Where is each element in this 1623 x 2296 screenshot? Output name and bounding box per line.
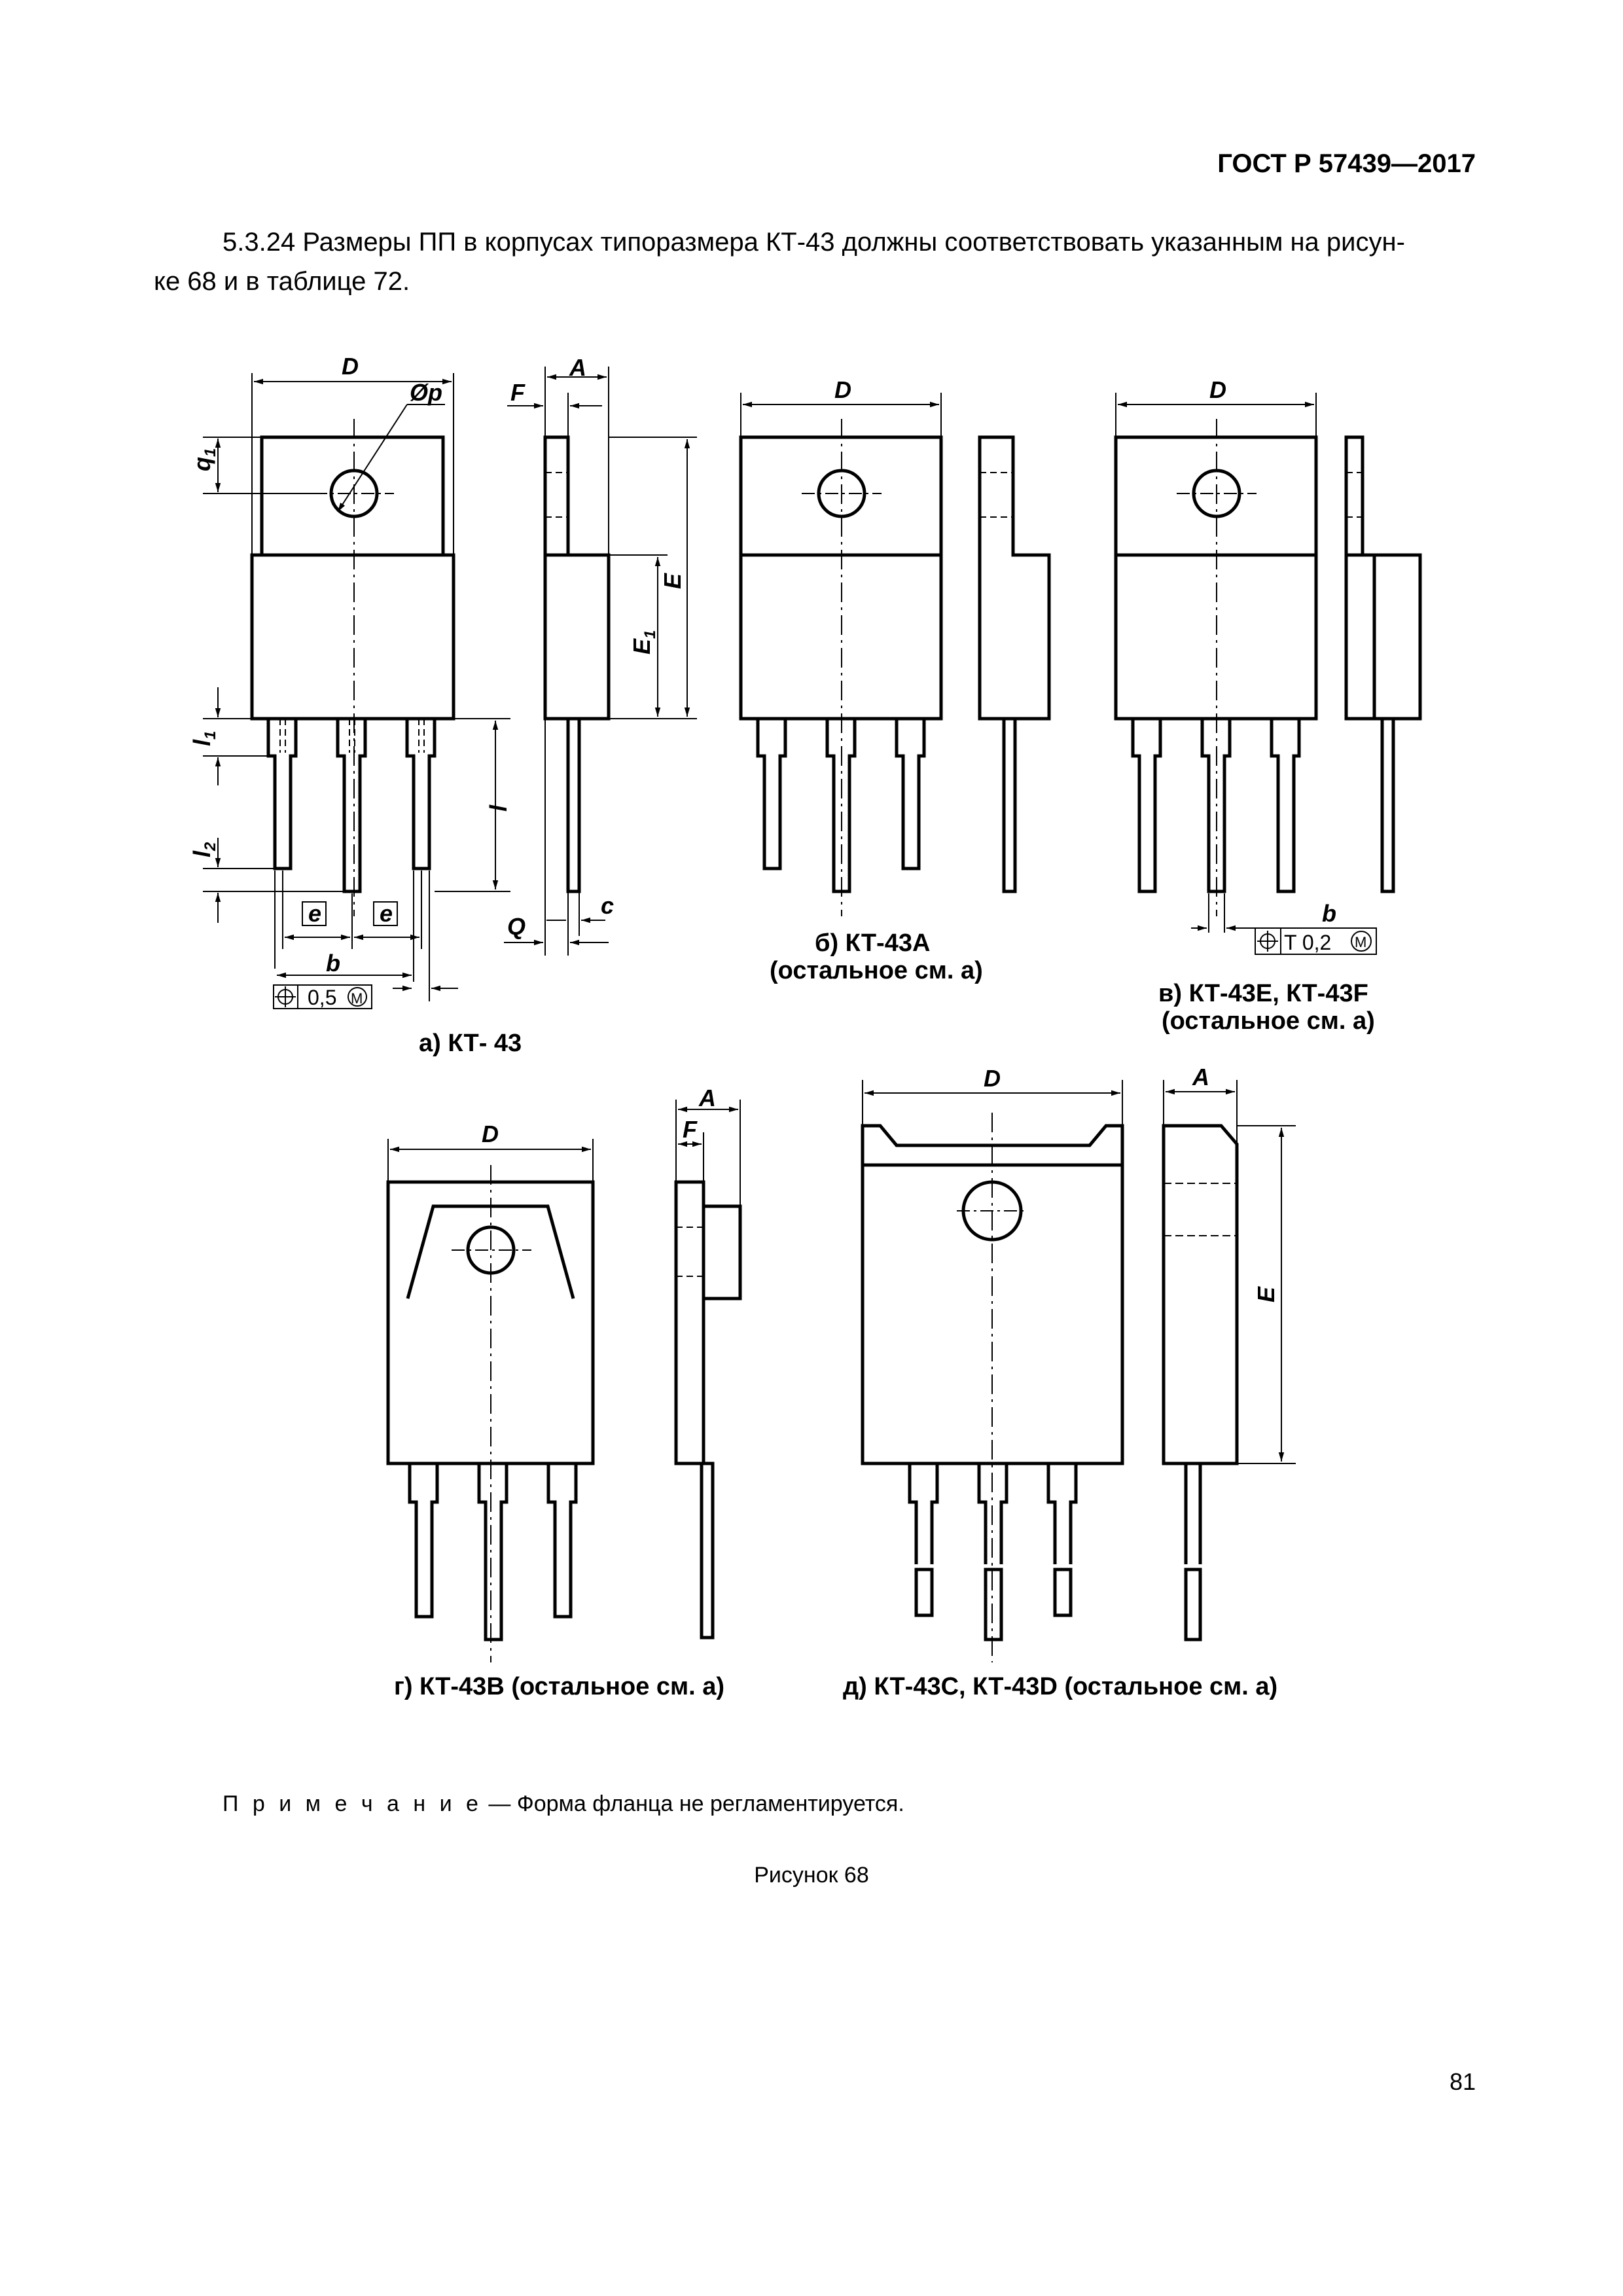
view-d-front — [861, 1113, 1124, 1662]
label-E: E — [659, 573, 686, 589]
tolerance-v-m: M — [1355, 934, 1366, 950]
view-b-dimensions — [740, 393, 942, 437]
label-D-b: D — [834, 376, 851, 403]
caption-v-line1: в) КТ-43Е, КТ-43F — [1158, 980, 1368, 1007]
tolerance-a-m: M — [351, 990, 363, 1007]
view-v-labels: D b T 0,2 M в) КТ-43Е, КТ-43F (остальное… — [1158, 376, 1375, 1035]
label-A-d: A — [1192, 1064, 1209, 1090]
view-a-side-labels: A F E E1 Q c — [507, 354, 686, 940]
label-F-g: F — [683, 1116, 698, 1143]
view-a-labels: D Øp q1 l1 l2 l e e b 0,5 M а) КТ- 43 — [188, 353, 522, 1057]
view-g-dimensions — [387, 1100, 741, 1206]
label-D-v: D — [1209, 376, 1226, 403]
view-b-side — [978, 435, 1051, 893]
view-d-dimensions — [862, 1080, 1296, 1464]
label-p: Øp — [410, 379, 442, 406]
label-l: l — [485, 804, 512, 812]
label-Q: Q — [507, 913, 526, 940]
paragraph-line-2: ке 68 и в таблице 72. — [154, 267, 410, 296]
body-paragraph: 5.3.24 Размеры ПП в корпусах типоразмера… — [154, 223, 1476, 301]
label-E-d: E — [1253, 1286, 1279, 1302]
label-A-g: A — [698, 1085, 716, 1111]
paragraph-line-1: 5.3.24 Размеры ПП в корпусах типоразмера… — [223, 228, 1405, 257]
label-l2: l2 — [188, 842, 219, 857]
caption-b-line2: (остальное см. а) — [770, 957, 983, 984]
view-v-front — [1114, 419, 1318, 916]
note-label: П р и м е ч а н и е — [223, 1791, 482, 1816]
label-D-g: D — [482, 1121, 499, 1147]
view-a-front — [250, 419, 455, 916]
label-E1: E1 — [628, 630, 659, 655]
label-e-1: e — [308, 900, 321, 927]
label-F: F — [510, 379, 526, 406]
view-d-side — [1162, 1124, 1239, 1641]
view-v-side — [1344, 435, 1422, 893]
caption-d: д) КТ-43С, КТ-43D (остальное см. а) — [843, 1673, 1277, 1700]
view-a-dimensions — [203, 373, 510, 1009]
caption-v-line2: (остальное см. а) — [1162, 1007, 1375, 1035]
label-l1: l1 — [188, 731, 219, 746]
label-b-v: b — [1322, 900, 1336, 927]
label-c: c — [601, 892, 614, 919]
page-number: 81 — [1449, 2068, 1476, 2095]
view-v-dimensions — [1115, 393, 1377, 955]
view-d-labels: D A E д) КТ-43С, КТ-43D (остальное см. а… — [843, 1064, 1279, 1700]
view-g-side — [674, 1180, 742, 1640]
view-g-front — [386, 1165, 595, 1662]
figure-caption: Рисунок 68 — [754, 1863, 869, 1888]
view-a-side — [543, 435, 611, 893]
view-b-front — [739, 419, 943, 916]
label-b: b — [326, 950, 340, 977]
label-e-2: e — [380, 900, 393, 927]
note-text: — Форма фланца не регламентируется. — [482, 1791, 904, 1816]
caption-b-line1: б) КТ-43А — [815, 929, 930, 957]
view-b-labels: D б) КТ-43А (остальное см. а) — [770, 376, 983, 984]
note: П р и м е ч а н и е — Форма фланца не ре… — [223, 1791, 904, 1817]
view-a-side-dimensions — [504, 367, 697, 956]
caption-a: а) КТ- 43 — [419, 1030, 522, 1057]
label-q1: q1 — [188, 448, 219, 471]
label-D-d: D — [984, 1065, 1001, 1092]
view-g-labels: D A F г) КТ-43В (остальное см. а) — [394, 1085, 724, 1700]
tolerance-a: 0,5 — [308, 986, 336, 1009]
tolerance-v: T 0,2 — [1284, 931, 1331, 954]
label-D: D — [342, 353, 359, 380]
label-A: A — [569, 354, 586, 381]
standard-header: ГОСТ Р 57439—2017 — [1217, 149, 1476, 178]
caption-g: г) КТ-43В (остальное см. а) — [394, 1673, 724, 1700]
